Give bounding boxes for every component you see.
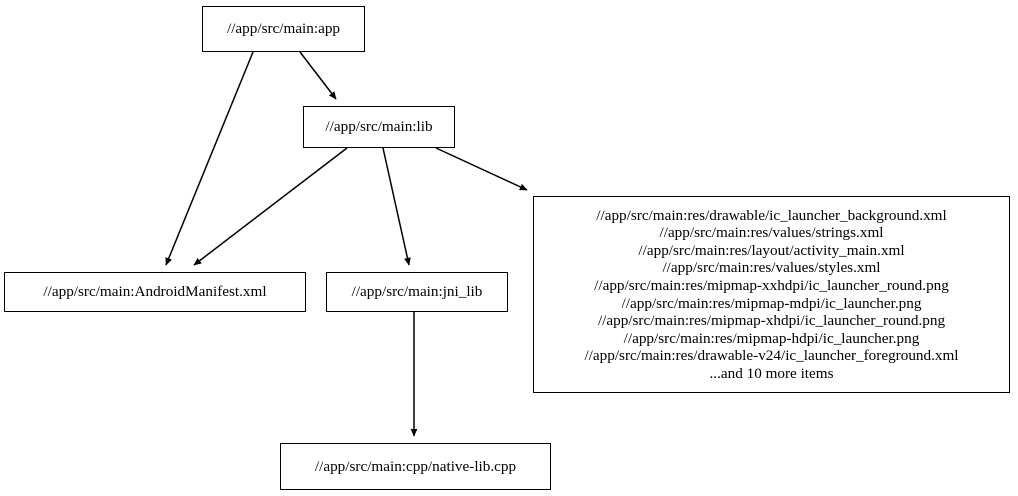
node-resources-line: //app/src/main:res/mipmap-mdpi/ic_launch… — [621, 294, 922, 312]
node-jni-lib[interactable]: //app/src/main:jni_lib — [326, 272, 508, 312]
node-lib-label: //app/src/main:lib — [325, 118, 433, 136]
node-resources-line: //app/src/main:res/drawable-v24/ic_launc… — [584, 347, 959, 365]
node-resources-line: //app/src/main:res/layout/activity_main.… — [638, 241, 905, 259]
edge-lib-to-jni-lib — [382, 147, 411, 266]
node-resources[interactable]: //app/src/main:res/drawable/ic_launcher_… — [533, 196, 1010, 393]
node-resources-line: //app/src/main:res/mipmap-xxhdpi/ic_laun… — [594, 276, 949, 294]
node-resources-line: //app/src/main:res/mipmap-hdpi/ic_launch… — [623, 329, 920, 347]
edge-lib-to-resources — [435, 147, 528, 191]
node-android-manifest[interactable]: //app/src/main:AndroidManifest.xml — [4, 272, 306, 312]
node-resources-line: //app/src/main:res/drawable/ic_launcher_… — [596, 206, 947, 224]
edge-app-to-manifest — [165, 51, 254, 266]
edge-app-to-lib — [299, 51, 337, 100]
node-android-manifest-label: //app/src/main:AndroidManifest.xml — [43, 283, 267, 301]
edge-lib-to-manifest — [193, 147, 348, 266]
node-resources-line: //app/src/main:res/mipmap-xhdpi/ic_launc… — [597, 312, 946, 330]
node-resources-line: ...and 10 more items — [709, 364, 834, 382]
node-app-label: //app/src/main:app — [226, 20, 341, 38]
node-jni-lib-label: //app/src/main:jni_lib — [351, 283, 483, 301]
node-resources-line: //app/src/main:res/values/styles.xml — [662, 259, 881, 277]
node-lib[interactable]: //app/src/main:lib — [303, 106, 455, 148]
node-resources-line: //app/src/main:res/values/strings.xml — [659, 224, 884, 242]
node-native-lib-label: //app/src/main:cpp/native-lib.cpp — [314, 457, 517, 475]
node-app[interactable]: //app/src/main:app — [202, 6, 365, 52]
node-native-lib[interactable]: //app/src/main:cpp/native-lib.cpp — [280, 443, 551, 490]
